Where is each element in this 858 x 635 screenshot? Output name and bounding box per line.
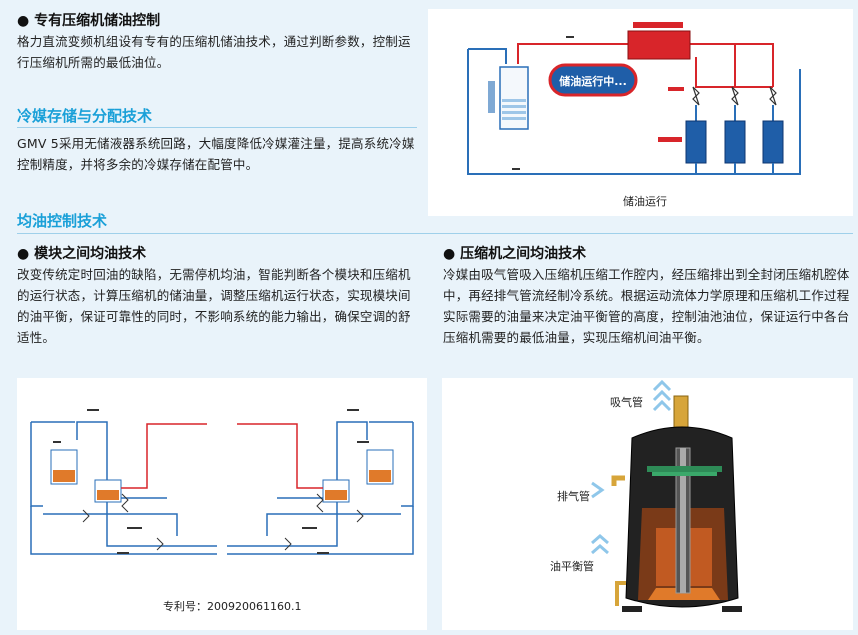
paragraph-oil-storage: 格力直流变频机组设有专有的压缩机储油技术，通过判断参数，控制运行压缩机所需的最低…: [17, 34, 411, 70]
module-balance-diagram: [30, 409, 414, 555]
section-heading-oil-storage: ● 专有压缩机储油控制: [17, 13, 161, 29]
section-title-refrigerant: 冷媒存储与分配技术: [17, 107, 153, 125]
divider: [17, 127, 417, 128]
figure-module-balance-panel: 专利号：200920061160.1: [17, 378, 427, 630]
tank-label-mark: [488, 81, 495, 113]
heading-module-oil-balance: ● 模块之间均油技术: [17, 246, 147, 262]
heading-compressor-oil-balance: ● 压缩机之间均油技术: [443, 246, 587, 262]
label-suction-pipe: 吸气管: [610, 395, 643, 409]
divider: [17, 233, 853, 234]
paragraph-module-oil-balance: 改变传统定时回油的缺陷，无需停机均油，智能判断各个模块和压缩机的运行状态，计算压…: [17, 267, 411, 345]
compressor-cutaway-diagram: 吸气管 排气管 油平衡管: [550, 379, 742, 612]
status-bubble-text: 储油运行中...: [559, 74, 627, 88]
oil-storage-diagram: 储油运行中...: [467, 22, 801, 175]
figure-compressor-panel: 吸气管 排气管 油平衡管: [442, 378, 853, 630]
label-oil-balance-pipe: 油平衡管: [550, 559, 594, 573]
paragraph-refrigerant: GMV 5采用无储液器系统回路，大幅度降低冷媒灌注量，提高系统冷媒控制精度，并将…: [17, 136, 415, 172]
figure-caption-patent: 专利号：200920061160.1: [163, 600, 302, 613]
figure-caption-oil-storage: 储油运行: [623, 195, 667, 208]
figure-oil-storage-panel: 储油运行中... 储油运行: [428, 9, 853, 216]
status-bubble: [548, 63, 638, 97]
label-discharge-pipe: 排气管: [557, 489, 590, 503]
section-title-oil-balance: 均油控制技术: [17, 212, 108, 230]
condenser-label-mark: [633, 22, 683, 28]
paragraph-compressor-oil-balance: 冷媒由吸气管吸入压缩机压缩工作腔内，经压缩排出到全封闭压缩机腔体中，再经排气管流…: [443, 267, 850, 345]
